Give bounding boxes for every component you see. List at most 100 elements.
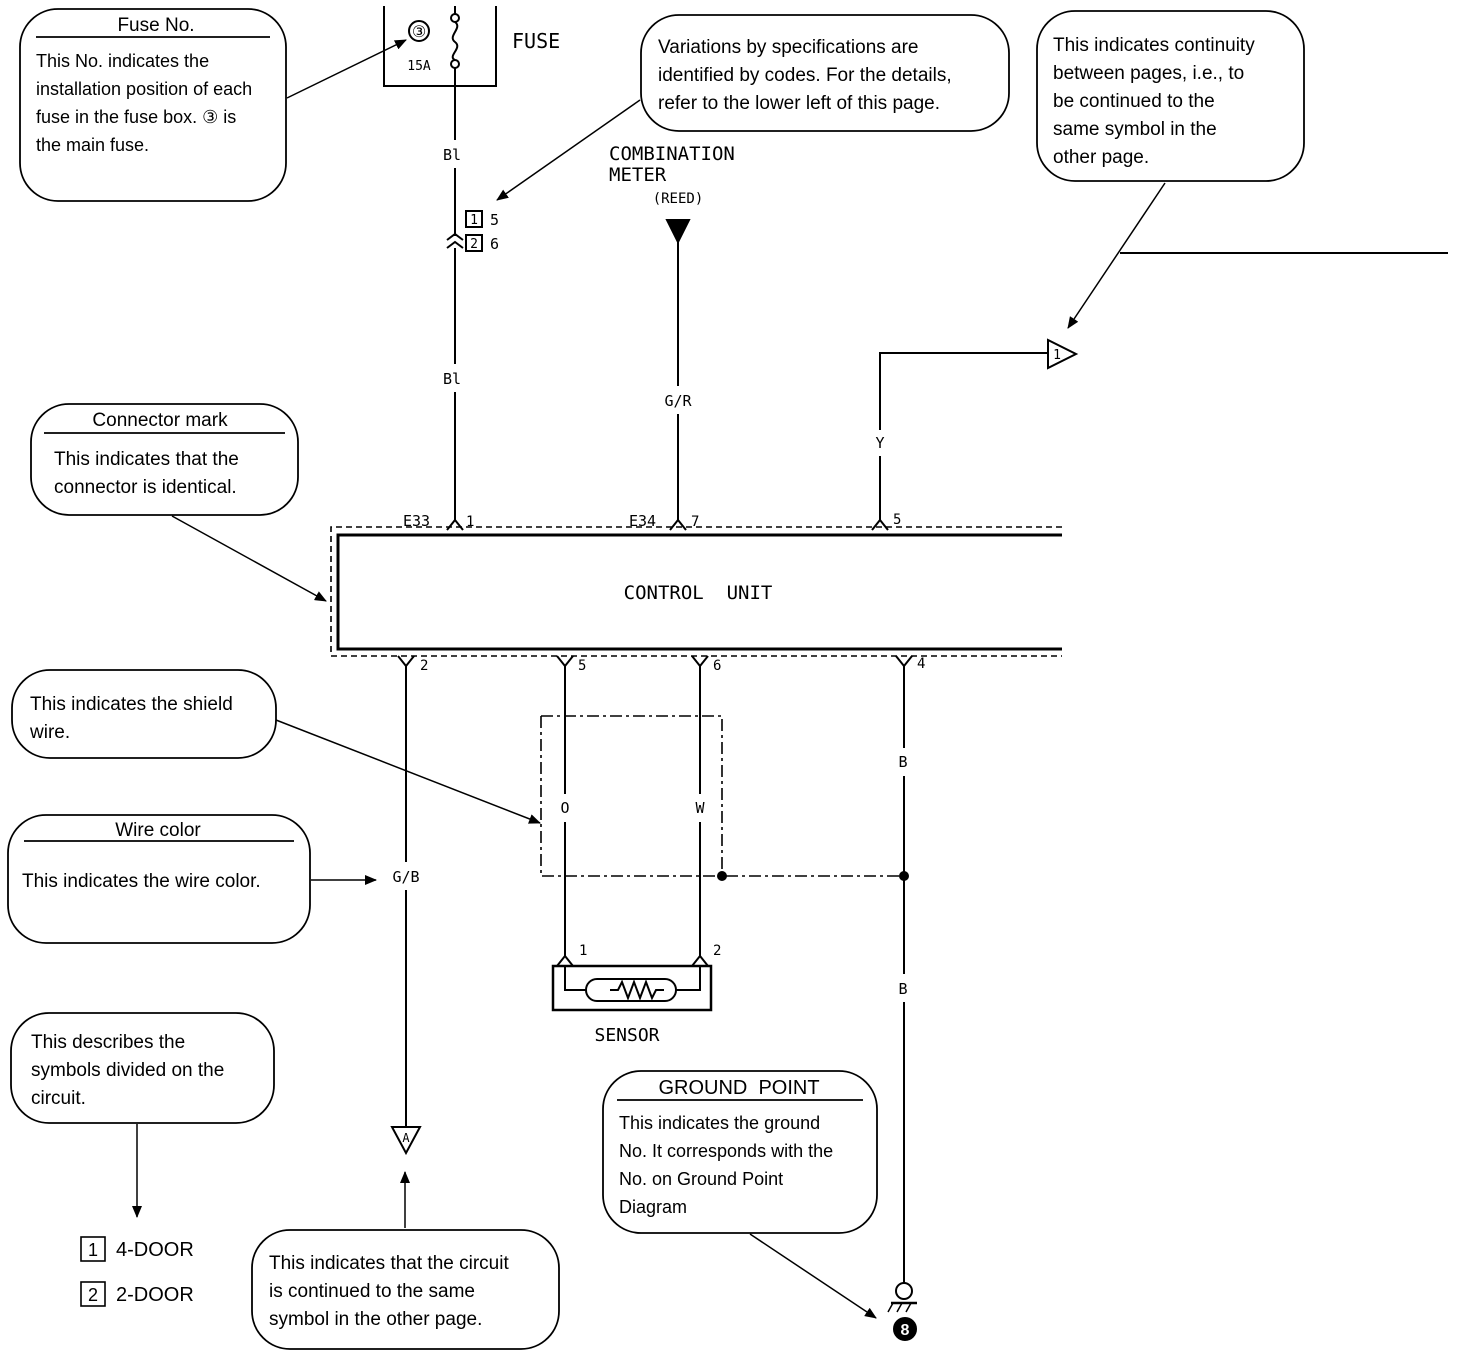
wire-color-gr: G/R (664, 392, 692, 410)
wire-color-bl-lower: Bl (443, 370, 461, 388)
fuse-number: ③ (412, 24, 426, 41)
callout-line: the main fuse. (36, 135, 149, 155)
meter-label-line1: COMBINATION (609, 143, 735, 165)
ground-junction (899, 871, 909, 881)
callout-symbols-box (10, 1012, 275, 1124)
callout-line: This indicates that the circuit (269, 1253, 509, 1274)
callout-line: wire. (29, 722, 70, 743)
callout-connector-mark-box (30, 403, 299, 516)
wire-color-gb: G/B (392, 868, 419, 886)
wire-color-w: W (695, 799, 705, 817)
resistor-icon (610, 979, 664, 1001)
sensor-label: SENSOR (594, 1025, 659, 1046)
callout-arrows (132, 39, 1166, 1319)
callout-line: symbols divided on the (31, 1060, 224, 1081)
ground-wire (887, 666, 917, 1341)
callout-variations: Variations by specifications are identif… (658, 37, 952, 114)
meter-sub-label: (REED) (653, 191, 704, 207)
fuse-rating: 15A (407, 59, 431, 74)
callout-line: is continued to the same (269, 1281, 475, 1302)
wire-bl (446, 68, 464, 520)
combination-meter-wire (665, 219, 691, 520)
meter-label-line2: METER (609, 164, 667, 186)
connector-outline (330, 526, 1062, 657)
fuse-number-circle (408, 20, 430, 42)
control-unit-body (336, 533, 1062, 651)
callout-line: symbol in the other page. (269, 1309, 482, 1330)
callout-line: connector is identical. (54, 477, 237, 498)
legend-label-1: 4-DOOR (116, 1239, 194, 1261)
fuse-bottom-terminal (450, 59, 460, 69)
fuse-element (451, 21, 459, 61)
fuse-box (383, 6, 497, 87)
callout-line: same symbol in the (1053, 119, 1217, 140)
sensor (551, 954, 713, 1012)
wire-color-y: Y (875, 434, 884, 452)
callout-symbols-divided: This describes the symbols divided on th… (31, 1032, 224, 1109)
callout-circuit-continued: This indicates that the circuit is conti… (269, 1253, 509, 1330)
pin-bottom-6 (691, 655, 709, 668)
callout-line: installation position of each (36, 79, 252, 99)
callout-line: refer to the lower left of this page. (658, 93, 940, 114)
callout-shield-box (11, 669, 277, 759)
pin-top-7 (669, 518, 687, 531)
callout-fuse-no-box (19, 8, 287, 202)
callout-title: Connector mark (92, 410, 228, 431)
wire-color-bl-upper: Bl (443, 146, 461, 164)
ground-number: 8 (901, 1322, 910, 1339)
pin-top-1 (446, 518, 464, 531)
sensor-body (551, 964, 713, 1012)
callout-line: other page. (1053, 147, 1149, 168)
wire-color-b-upper: B (898, 753, 907, 771)
pin-bottom-5 (556, 655, 574, 668)
legend-box-1 (80, 1236, 106, 1262)
callout-ground-box (602, 1070, 878, 1234)
wire-color-b-lower: B (898, 980, 907, 998)
pin-top-5 (871, 518, 889, 531)
pin-bottom-2 (397, 655, 415, 668)
callout-line: be continued to the (1053, 91, 1215, 112)
sensor-pin-1: 1 (579, 943, 587, 959)
callout-continuity-box (1036, 10, 1305, 182)
ground-number-circle (893, 1317, 917, 1341)
pin-label-top-5: 5 (893, 512, 901, 528)
callout-bubbles (7, 8, 1305, 1350)
callout-line: between pages, i.e., to (1053, 63, 1244, 84)
callout-line: This indicates the wire color. (22, 871, 261, 892)
callout-line: fuse in the fuse box. ③ is (36, 107, 236, 127)
pin-label-top-1: 1 (466, 514, 474, 530)
wire-gb (390, 666, 422, 1156)
pin-label-top-7: 7 (691, 514, 699, 530)
control-unit (330, 518, 1062, 668)
callout-line: This describes the (31, 1032, 185, 1053)
legend-code-2: 2 (88, 1285, 98, 1305)
callout-line: This indicates the ground (619, 1113, 820, 1133)
inline-connector-symbol (446, 232, 464, 249)
legend-label-2: 2-DOOR (116, 1284, 194, 1306)
circuit-symbol-letter: A (402, 1131, 410, 1145)
callout-line: identified by codes. For the details, (658, 65, 952, 86)
callout-line: This No. indicates the (36, 51, 209, 71)
callout-line: Diagram (619, 1197, 687, 1217)
variant-code-box-1 (465, 210, 483, 228)
pin-label-bottom-2: 2 (420, 658, 428, 674)
callout-line: This indicates continuity (1053, 35, 1255, 56)
legend-code-1: 1 (88, 1240, 98, 1260)
callout-title: GROUND POINT (658, 1077, 819, 1099)
pin-label-bottom-6: 6 (713, 658, 721, 674)
callout-fuse-no: Fuse No. This No. indicates the installa… (36, 15, 252, 155)
connector-e34: E34 (629, 512, 656, 530)
variant-code-2: 2 (470, 237, 478, 252)
control-unit-label: CONTROL UNIT (624, 582, 773, 604)
meter-terminal-arrow (665, 219, 691, 245)
shield-wire (540, 666, 904, 956)
continuity-symbol-number: 1 (1053, 348, 1061, 363)
callout-continuity: This indicates continuity between pages,… (1053, 35, 1255, 168)
ground-terminal (895, 1282, 913, 1300)
legend: 1 4-DOOR 2 2-DOOR (88, 1239, 194, 1306)
callout-title: Fuse No. (117, 15, 194, 36)
fuse-label: FUSE (512, 29, 560, 53)
variant-pin-5: 5 (490, 211, 499, 229)
callout-line: This indicates the shield (30, 694, 233, 715)
